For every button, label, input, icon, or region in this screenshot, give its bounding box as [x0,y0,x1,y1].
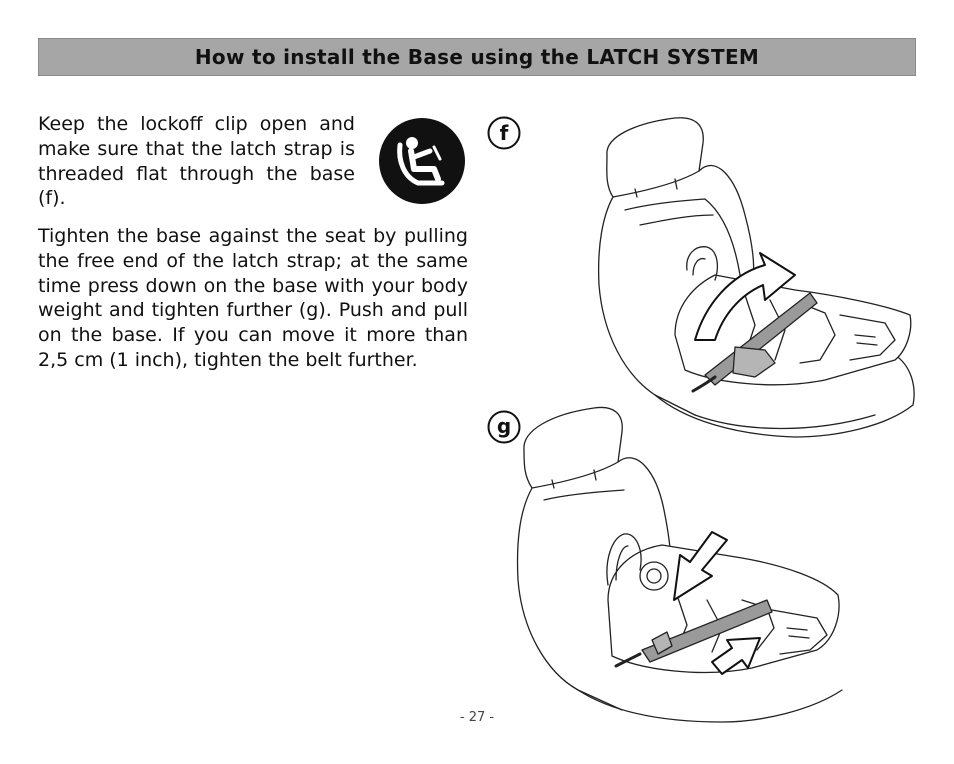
instruction-paragraph-1: Keep the lockoff clip open and make sure… [38,113,355,210]
page-number: - 27 - [459,710,495,725]
figure-label-f: f [487,116,521,150]
section-header: How to install the Base using the LATCH … [38,38,916,76]
figure-label-f-text: f [500,121,509,145]
figure-g-illustration [516,406,843,723]
figure-f-illustration [597,117,915,438]
child-seat-icon [379,118,465,204]
figure-label-g-text: g [497,414,511,438]
figure-label-g: g [487,410,521,444]
section-title: How to install the Base using the LATCH … [194,45,760,69]
instruction-paragraph-2: Tighten the base against the seat by pul… [38,225,468,371]
